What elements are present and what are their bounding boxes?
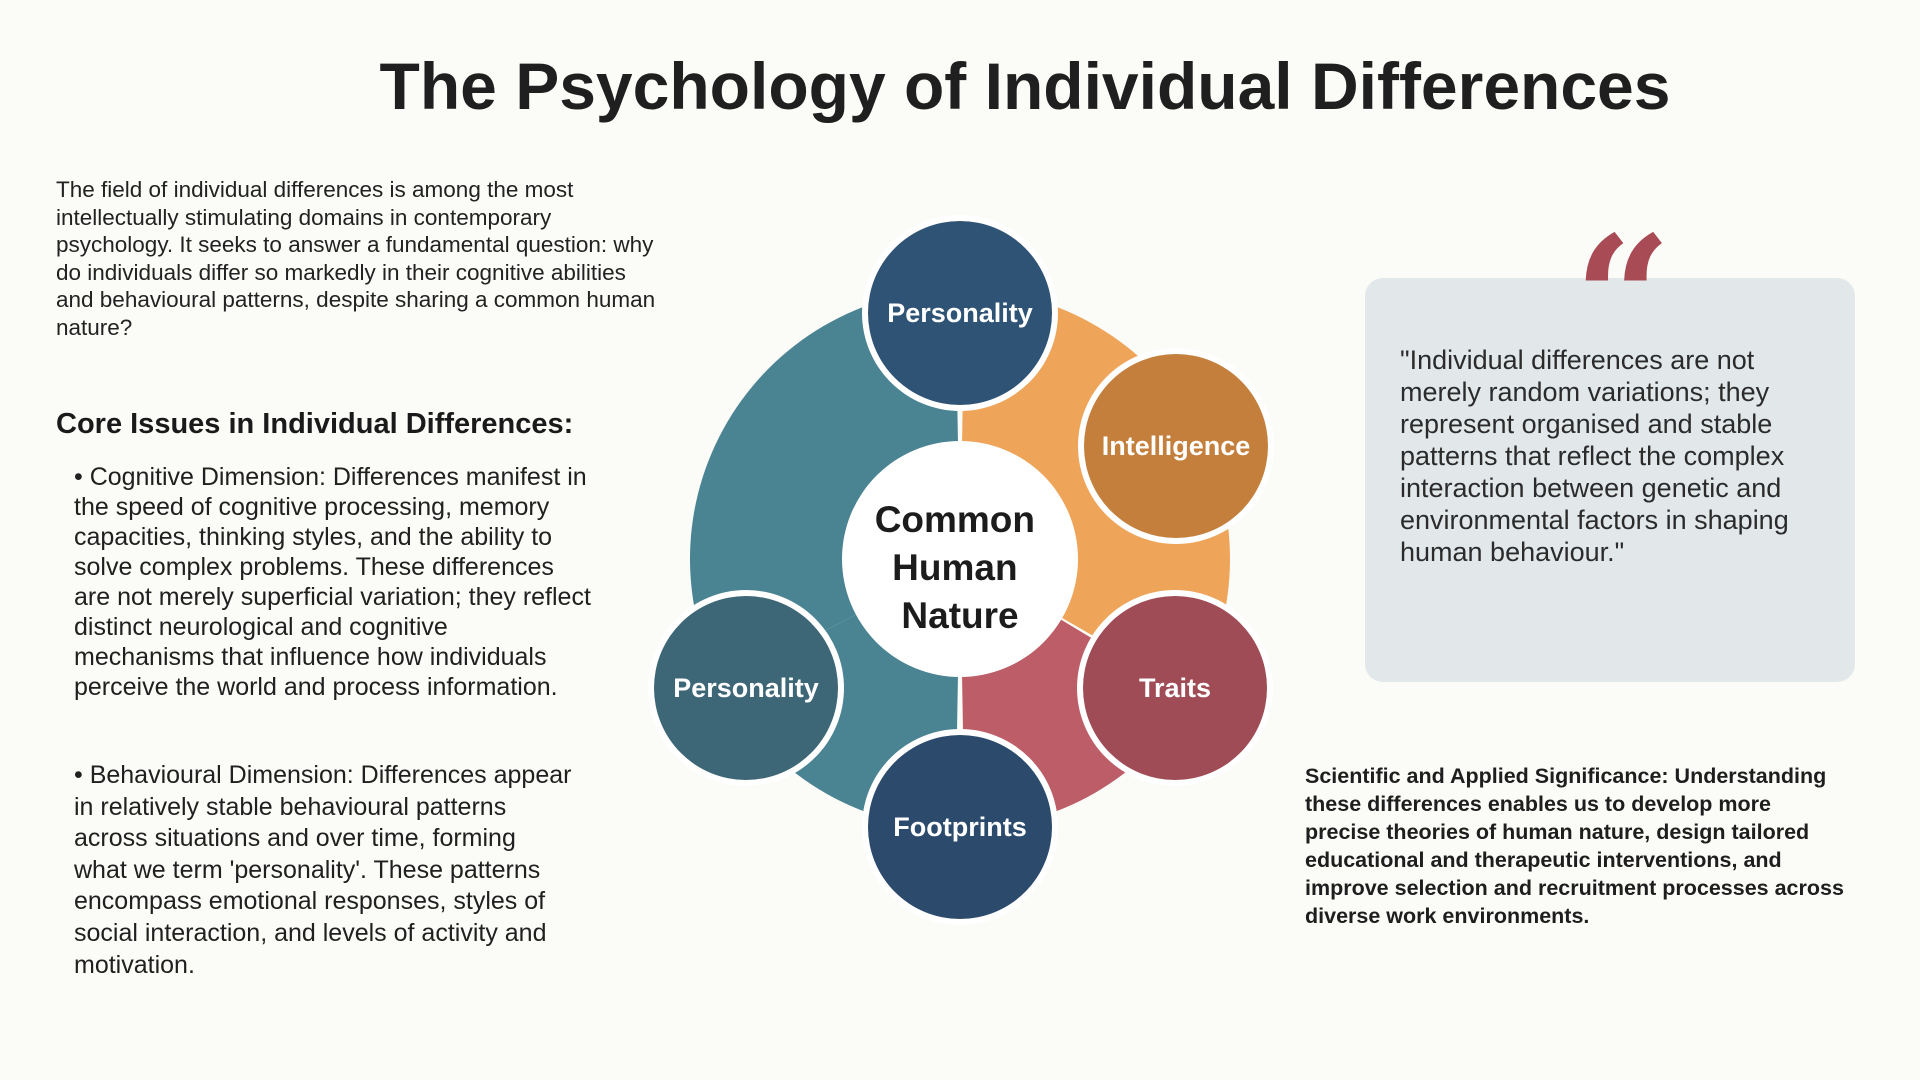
center-label-line-3: Nature: [901, 595, 1018, 636]
core-issues-heading: Core Issues in Individual Differences:: [56, 408, 574, 440]
node-intelligence: Intelligence: [1078, 348, 1274, 544]
node-footprints: Footprints: [862, 729, 1058, 925]
center-label-line-1: Common: [875, 499, 1035, 540]
center-label: Common Human Nature: [875, 499, 1046, 636]
node-circle: [868, 735, 1052, 919]
page-title: The Psychology of Individual Differences: [379, 49, 1671, 123]
significance-paragraph: Scientific and Applied Significance: Und…: [1305, 764, 1844, 928]
node-personality-top: Personality: [862, 215, 1058, 411]
quote-text: "Individual differences are not merely r…: [1400, 345, 1789, 567]
node-label: Personality: [887, 298, 1033, 328]
node-label: Personality: [673, 673, 819, 703]
center-circle: [842, 441, 1078, 677]
node-circle: [868, 221, 1052, 405]
node-personality-left: Personality: [648, 590, 844, 786]
node-circle: [654, 596, 838, 780]
node-circle: [1084, 354, 1268, 538]
ring-segment-left: [689, 289, 959, 686]
intro-paragraph: The field of individual differences is a…: [56, 177, 656, 340]
quote-card: [1365, 278, 1855, 682]
quote-mark-icon: “: [1574, 199, 1672, 399]
node-label: Footprints: [893, 812, 1026, 842]
node-label: Intelligence: [1102, 431, 1251, 461]
behavioural-dimension-bullet: • Behavioural Dimension: Differences app…: [74, 761, 572, 979]
cognitive-dimension-bullet: • Cognitive Dimension: Differences manif…: [74, 463, 591, 701]
node-traits: Traits: [1077, 590, 1273, 786]
center-label-line-2: Human: [892, 547, 1017, 588]
node-label: Traits: [1139, 673, 1211, 703]
node-circle: [1083, 596, 1267, 780]
